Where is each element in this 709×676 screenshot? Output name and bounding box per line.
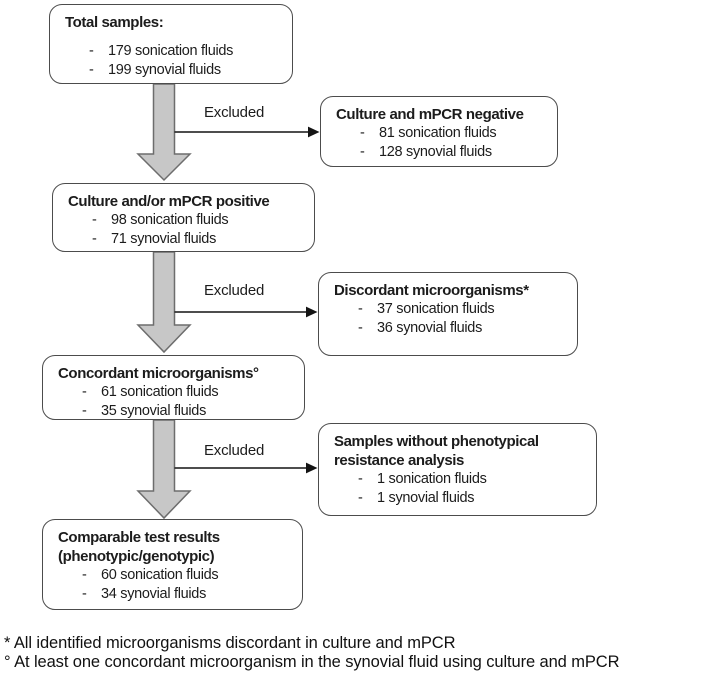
- box-culture-mpcr-positive: Culture and/or mPCR positive - 98 sonica…: [52, 183, 315, 252]
- item-text: 71 synovial fluids: [111, 231, 217, 247]
- item-text: 60 sonication fluids: [101, 567, 219, 583]
- bullet-dash: -: [89, 62, 94, 78]
- bullet-dash: -: [82, 567, 87, 583]
- item-text: 128 synovial fluids: [379, 144, 492, 160]
- list-item: - 1 sonication fluids: [358, 470, 588, 489]
- excluded-arrowhead-3: [306, 462, 318, 474]
- footnotes: * All identified microorganisms discorda…: [4, 634, 620, 672]
- bullet-dash: -: [358, 471, 363, 487]
- list-item: - 128 synovial fluids: [360, 143, 549, 162]
- box-items: - 60 sonication fluids - 34 synovial flu…: [58, 566, 294, 604]
- list-item: - 1 synovial fluids: [358, 489, 588, 508]
- box-comparable-test-results: Comparable test results (phenotypic/geno…: [42, 519, 303, 610]
- bullet-dash: -: [82, 586, 87, 602]
- list-item: - 61 sonication fluids: [82, 383, 296, 402]
- list-item: - 36 synovial fluids: [358, 319, 569, 338]
- bullet-dash: -: [92, 231, 97, 247]
- box-title: Culture and mPCR negative: [336, 106, 524, 123]
- list-item: - 98 sonication fluids: [92, 211, 306, 230]
- excluded-label-2: Excluded: [204, 282, 265, 299]
- footnote-degree: ° At least one concordant microorganism …: [4, 653, 620, 671]
- bullet-dash: -: [358, 490, 363, 506]
- down-arrow-2: [136, 251, 192, 354]
- bullet-dash: -: [358, 301, 363, 317]
- item-text: 81 sonication fluids: [379, 125, 497, 141]
- item-text: 98 sonication fluids: [111, 212, 229, 228]
- box-items: - 81 sonication fluids - 128 synovial fl…: [336, 124, 549, 162]
- box-items: - 98 sonication fluids - 71 synovial flu…: [68, 211, 306, 249]
- bullet-dash: -: [358, 320, 363, 336]
- list-item: - 179 sonication fluids: [89, 42, 284, 61]
- down-arrow-1: [136, 83, 192, 182]
- excluded-label-3: Excluded: [204, 442, 265, 459]
- item-text: 1 sonication fluids: [377, 471, 487, 487]
- footnote-asterisk: * All identified microorganisms discorda…: [4, 634, 456, 652]
- box-title: Culture and/or mPCR positive: [68, 193, 270, 210]
- list-item: - 60 sonication fluids: [82, 566, 294, 585]
- box-items: - 61 sonication fluids - 35 synovial flu…: [58, 383, 296, 421]
- bullet-dash: -: [89, 43, 94, 59]
- item-text: 199 synovial fluids: [108, 62, 221, 78]
- bullet-dash: -: [360, 125, 365, 141]
- box-items: - 179 sonication fluids - 199 synovial f…: [65, 42, 284, 80]
- item-text: 179 sonication fluids: [108, 43, 234, 59]
- item-text: 36 synovial fluids: [377, 320, 483, 336]
- box-title: Comparable test results (phenotypic/geno…: [58, 529, 220, 565]
- list-item: - 199 synovial fluids: [89, 61, 284, 80]
- list-item: - 71 synovial fluids: [92, 230, 306, 249]
- list-item: - 35 synovial fluids: [82, 402, 296, 421]
- item-text: 1 synovial fluids: [377, 490, 475, 506]
- box-total-samples: Total samples: - 179 sonication fluids -…: [49, 4, 293, 84]
- excluded-arrowhead-1: [308, 126, 320, 138]
- box-concordant-microorganisms: Concordant microorganisms° - 61 sonicati…: [42, 355, 305, 420]
- box-culture-mpcr-negative: Culture and mPCR negative - 81 sonicatio…: [320, 96, 558, 167]
- box-items: - 1 sonication fluids - 1 synovial fluid…: [334, 470, 588, 508]
- list-item: - 34 synovial fluids: [82, 585, 294, 604]
- bullet-dash: -: [82, 384, 87, 400]
- box-title: Samples without phenotypical resistance …: [334, 433, 539, 469]
- bullet-dash: -: [92, 212, 97, 228]
- item-text: 34 synovial fluids: [101, 586, 207, 602]
- box-title: Concordant microorganisms°: [58, 365, 259, 382]
- box-discordant-microorganisms: Discordant microorganisms* - 37 sonicati…: [318, 272, 578, 356]
- bullet-dash: -: [82, 403, 87, 419]
- list-item: - 81 sonication fluids: [360, 124, 549, 143]
- box-items: - 37 sonication fluids - 36 synovial flu…: [334, 300, 569, 338]
- bullet-dash: -: [360, 144, 365, 160]
- excluded-label-1: Excluded: [204, 104, 265, 121]
- item-text: 35 synovial fluids: [101, 403, 207, 419]
- down-arrow-3: [136, 419, 192, 520]
- item-text: 37 sonication fluids: [377, 301, 495, 317]
- box-no-phenotypical-resistance: Samples without phenotypical resistance …: [318, 423, 597, 516]
- item-text: 61 sonication fluids: [101, 384, 219, 400]
- list-item: - 37 sonication fluids: [358, 300, 569, 319]
- box-title: Total samples:: [65, 14, 164, 31]
- excluded-arrowhead-2: [306, 306, 318, 318]
- box-title: Discordant microorganisms*: [334, 282, 529, 299]
